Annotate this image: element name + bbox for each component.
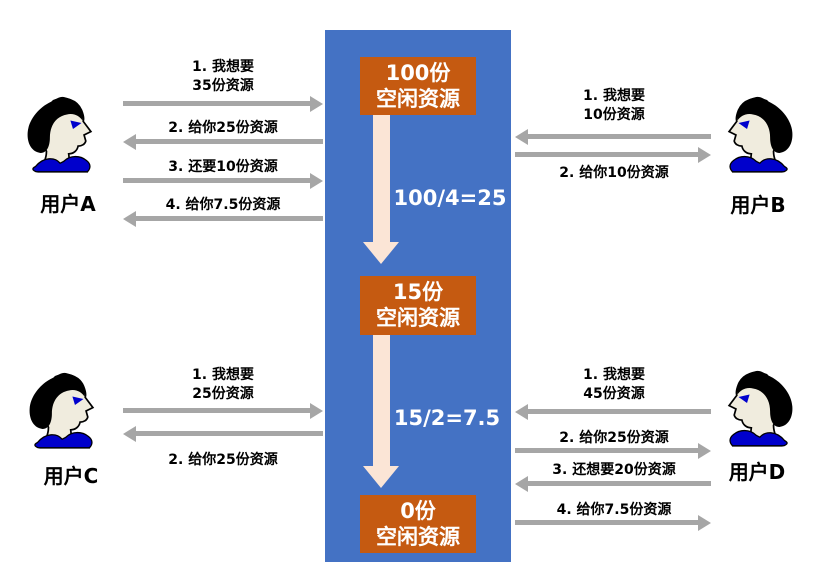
- user-a-message-4-arrow-icon: [123, 211, 323, 227]
- down-arrow-2-icon: [373, 335, 390, 466]
- user-b-icon: [712, 92, 806, 178]
- user-a-message-2-arrow-icon: [123, 134, 323, 150]
- user-c-message-2-arrow-icon: [123, 426, 323, 442]
- user-a-message-4: 4. 给你7.5份资源: [165, 197, 281, 213]
- user-c-message-2: 2. 给你25份资源: [168, 452, 278, 468]
- user-d-message-1-arrow-icon: [515, 404, 711, 420]
- user-a-message-2: 2. 给你25份资源: [168, 120, 278, 136]
- user-d-message-4: 4. 给你7.5份资源: [556, 502, 672, 518]
- down-arrow-1-head-icon: [363, 242, 399, 264]
- box-15-amount: 15份: [392, 280, 444, 304]
- user-d-message-2-arrow-icon: [515, 443, 711, 459]
- down-arrow-2-head-icon: [363, 466, 399, 488]
- user-a-message-1-arrow-icon: [123, 96, 323, 112]
- free-resources-box-0: 0份 空闲资源: [360, 495, 476, 553]
- division-formula-1: 100/4=25: [393, 186, 507, 210]
- free-resources-box-100: 100份 空闲资源: [360, 57, 476, 115]
- user-a-icon: [14, 92, 108, 178]
- user-d-message-3-arrow-icon: [515, 476, 711, 492]
- user-b-message-1-arrow-icon: [515, 129, 711, 145]
- user-d-message-2: 2. 给你25份资源: [559, 430, 669, 446]
- box-15-label: 空闲资源: [376, 306, 460, 330]
- user-a-label: 用户A: [40, 192, 96, 216]
- user-b-message-1: 1. 我想要 10份资源: [583, 88, 645, 123]
- free-resources-box-15: 15份 空闲资源: [360, 276, 476, 335]
- user-a-message-3-arrow-icon: [123, 173, 323, 189]
- user-c-label: 用户C: [43, 464, 99, 488]
- user-d-message-1: 1. 我想要 45份资源: [583, 367, 645, 402]
- user-b-message-2-arrow-icon: [515, 147, 711, 163]
- box-100-label: 空闲资源: [376, 87, 460, 111]
- user-c-message-1-arrow-icon: [123, 403, 323, 419]
- box-0-label: 空闲资源: [376, 525, 460, 549]
- user-c-message-1: 1. 我想要 25份资源: [192, 367, 254, 402]
- user-c-icon: [16, 368, 110, 454]
- user-d-icon: [712, 366, 806, 452]
- user-d-message-3: 3. 还想要20份资源: [552, 462, 676, 478]
- box-100-amount: 100份: [385, 61, 451, 85]
- down-arrow-1-icon: [373, 115, 390, 242]
- user-a-message-1: 1. 我想要 35份资源: [192, 59, 254, 94]
- division-formula-2: 15/2=7.5: [393, 406, 501, 430]
- user-a-message-3: 3. 还要10份资源: [168, 159, 278, 175]
- user-b-message-2: 2. 给你10份资源: [559, 165, 669, 181]
- user-b-label: 用户B: [730, 193, 786, 217]
- user-d-message-4-arrow-icon: [515, 515, 711, 531]
- box-0-amount: 0份: [400, 499, 436, 523]
- user-d-label: 用户D: [728, 460, 786, 484]
